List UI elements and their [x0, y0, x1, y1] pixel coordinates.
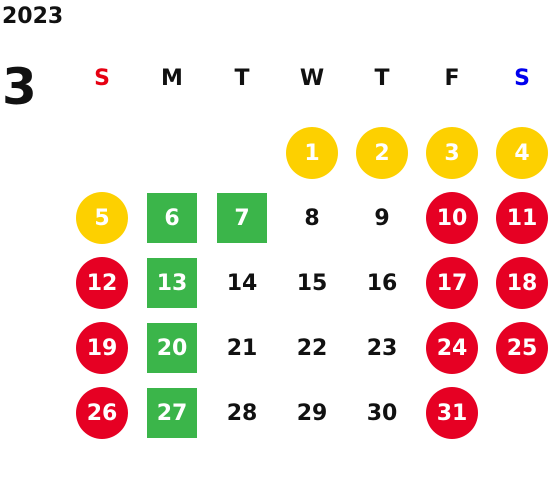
day-cell-7: 7 — [207, 186, 277, 250]
year-label: 2023 — [2, 4, 64, 29]
day-number: 14 — [226, 270, 258, 296]
day-cell-18: 18 — [487, 251, 548, 315]
day-number: 20 — [147, 323, 197, 373]
weekday-2: T — [234, 66, 250, 91]
day-cell-11: 11 — [487, 186, 548, 250]
day-number: 19 — [76, 322, 128, 374]
day-number: 24 — [426, 322, 478, 374]
day-cell-20: 20 — [137, 316, 207, 380]
day-cell-6: 6 — [137, 186, 207, 250]
day-number: 17 — [426, 257, 478, 309]
day-number: 27 — [147, 388, 197, 438]
day-number: 2 — [356, 127, 408, 179]
day-cell-27: 27 — [137, 381, 207, 445]
day-number: 26 — [76, 387, 128, 439]
day-cell-31: 31 — [417, 381, 487, 445]
day-cell-3: 3 — [417, 121, 487, 185]
day-cell-26: 26 — [67, 381, 137, 445]
day-number: 25 — [496, 322, 548, 374]
day-number: 6 — [147, 193, 197, 243]
day-number: 18 — [496, 257, 548, 309]
day-number: 10 — [426, 192, 478, 244]
day-cell-4: 4 — [487, 121, 548, 185]
day-cell-19: 19 — [67, 316, 137, 380]
day-cell-10: 10 — [417, 186, 487, 250]
weekday-3: W — [299, 66, 325, 91]
day-number: 8 — [304, 205, 320, 231]
day-cell-24: 24 — [417, 316, 487, 380]
day-cell-14: 14 — [207, 251, 277, 315]
weekday-5: F — [444, 66, 460, 91]
day-number: 21 — [226, 335, 258, 361]
day-cell-17: 17 — [417, 251, 487, 315]
day-number: 22 — [296, 335, 328, 361]
day-number: 5 — [76, 192, 128, 244]
day-cell-2: 2 — [347, 121, 417, 185]
day-cell-15: 15 — [277, 251, 347, 315]
month-number: 3 — [2, 58, 37, 116]
day-cell-30: 30 — [347, 381, 417, 445]
day-cell-12: 12 — [67, 251, 137, 315]
day-cell-23: 23 — [347, 316, 417, 380]
day-number: 28 — [226, 400, 258, 426]
day-cell-16: 16 — [347, 251, 417, 315]
day-cell-5: 5 — [67, 186, 137, 250]
day-number: 7 — [217, 193, 267, 243]
day-cell-9: 9 — [347, 186, 417, 250]
day-number: 31 — [426, 387, 478, 439]
day-cell-29: 29 — [277, 381, 347, 445]
day-number: 3 — [426, 127, 478, 179]
day-number: 13 — [147, 258, 197, 308]
day-number: 15 — [296, 270, 328, 296]
day-cell-13: 13 — [137, 251, 207, 315]
day-cell-28: 28 — [207, 381, 277, 445]
weekday-4: T — [374, 66, 390, 91]
day-number: 1 — [286, 127, 338, 179]
day-cell-22: 22 — [277, 316, 347, 380]
day-number: 16 — [366, 270, 398, 296]
day-cell-21: 21 — [207, 316, 277, 380]
day-number: 30 — [366, 400, 398, 426]
weekday-6: S — [514, 66, 530, 91]
day-number: 4 — [496, 127, 548, 179]
day-cell-25: 25 — [487, 316, 548, 380]
day-number: 12 — [76, 257, 128, 309]
weekday-1: M — [161, 66, 183, 91]
day-number: 11 — [496, 192, 548, 244]
day-number: 23 — [366, 335, 398, 361]
day-number: 29 — [296, 400, 328, 426]
day-cell-1: 1 — [277, 121, 347, 185]
weekday-0: S — [94, 66, 110, 91]
day-cell-8: 8 — [277, 186, 347, 250]
day-number: 9 — [374, 205, 390, 231]
